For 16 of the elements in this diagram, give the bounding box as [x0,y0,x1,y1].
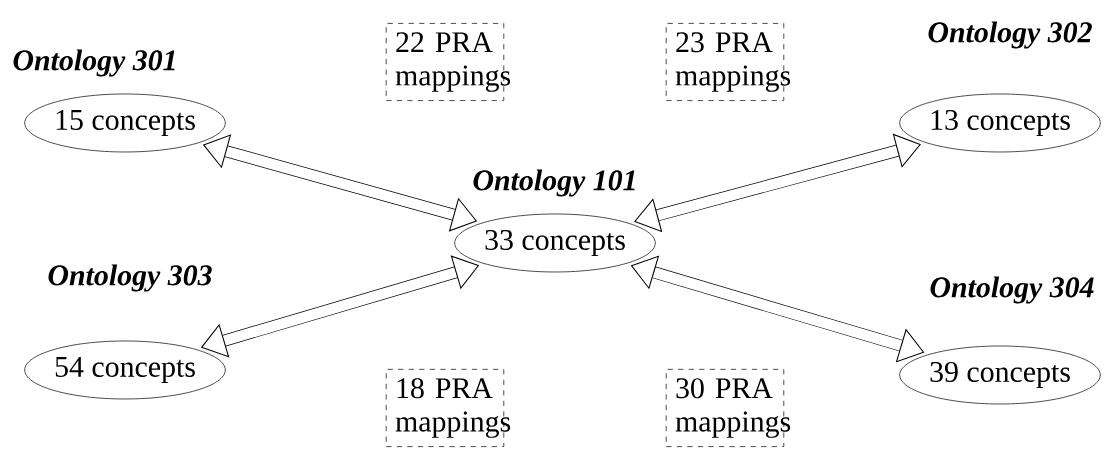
dashed-box: 22 PRA mappings [385,23,511,101]
double-arrow [634,133,921,233]
ontology-heading: Ontology 101 [473,169,635,197]
ellipse-node: 13 concepts [899,93,1101,153]
ontology-heading: Ontology 304 [930,276,1094,304]
ellipse-node: 39 concepts [899,345,1101,405]
dashed-box: 23 PRA mappings [665,23,791,101]
ontology-heading: Ontology 301 [13,49,175,77]
dashed-box: 18 PRA mappings [385,369,511,447]
dashed-box: 30 PRA mappings [665,369,791,447]
ontology-heading: Ontology 303 [48,264,212,292]
ontology-heading: Ontology 302 [928,21,1092,49]
double-arrow [630,255,925,363]
ellipse-node: 54 concepts [24,340,226,400]
ellipse-node: 33 concepts [454,213,656,273]
ellipse-node: 15 concepts [24,93,226,153]
